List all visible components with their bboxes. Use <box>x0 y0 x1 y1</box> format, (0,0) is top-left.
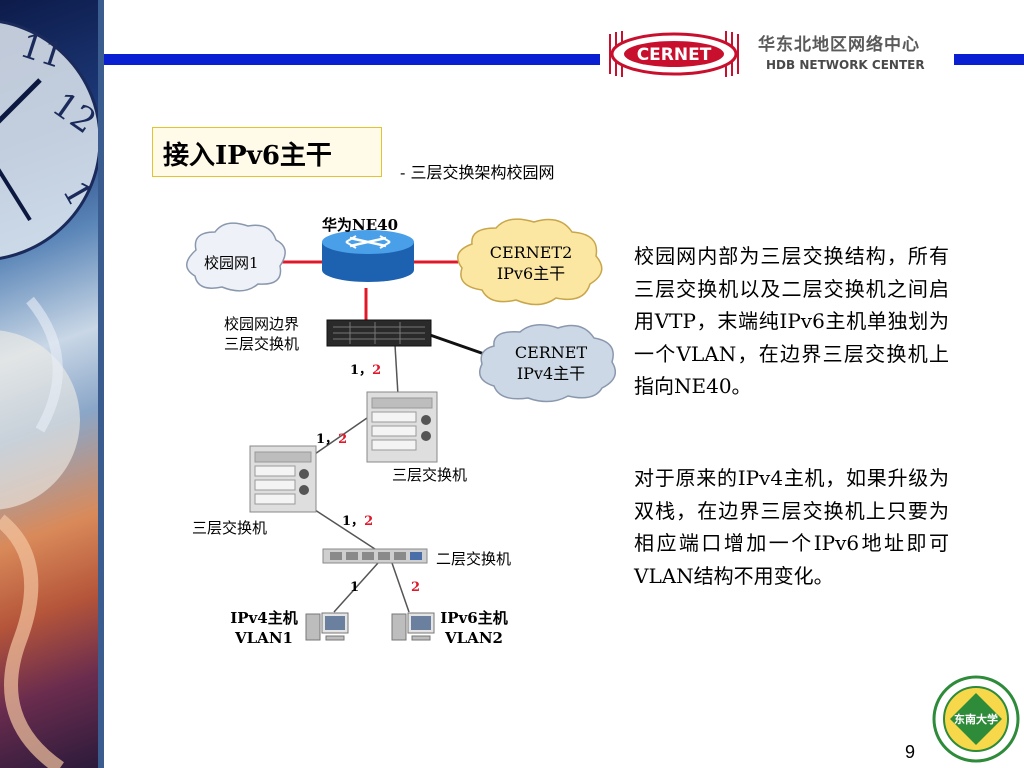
link-num-2: 2 <box>372 363 382 378</box>
l3-switch-a-label: 三层交换机 <box>392 466 468 484</box>
l3-switch-a-icon <box>366 391 438 463</box>
cernet-logo: CERNET <box>600 28 748 80</box>
link-num-1: 1 <box>316 432 326 447</box>
link-sep: ， <box>359 363 373 378</box>
l3-switch-b-icon <box>249 445 317 513</box>
cloud-cernet2 <box>457 218 603 306</box>
link-num-2: 2 <box>364 514 374 529</box>
center-name-en: HDB NETWORK CENTER <box>766 58 925 72</box>
ipv6-host-line-2: VLAN2 <box>445 629 503 647</box>
link-label-l3a-l3b: 1，2 <box>316 428 347 447</box>
cernet-logo-text: CERNET <box>637 45 712 65</box>
link-sep: ， <box>351 514 365 529</box>
description-paragraph-1: 校园网内部为三层交换结构，所有三层交换机以及二层交换机之间启用VTP，末端纯IP… <box>634 244 949 398</box>
link-l3b-l2 <box>311 507 379 552</box>
router-icon <box>322 230 414 282</box>
title-box <box>152 127 382 177</box>
l3-switch-b-label: 三层交换机 <box>192 519 268 537</box>
border-switch-line-1: 校园网边界 <box>224 315 300 333</box>
description-paragraph-2: 对于原来的IPv4主机，如果升级为双栈，在边界三层交换机上只要为相应端口增加一个… <box>634 466 949 588</box>
border-switch-line-2: 三层交换机 <box>224 335 300 353</box>
link-label-border-l3a: 1，2 <box>350 359 381 378</box>
ipv4-host-icon <box>305 612 349 641</box>
ipv6-host-icon <box>391 612 435 641</box>
link-l3a-l3b <box>311 417 368 457</box>
cernet-cloud-label: CERNET IPv4主干 <box>505 342 597 384</box>
cernet-cloud-line-1: CERNET <box>514 343 588 362</box>
cloud-campus <box>186 222 286 292</box>
slide-title: 接入IPv6主干 <box>163 141 332 171</box>
link-l2-ipv6 <box>391 562 410 613</box>
link-border-l3a <box>394 344 399 396</box>
page-number: 9 <box>905 742 916 762</box>
center-name-cn: 华东北地区网络中心 <box>758 35 920 55</box>
ipv6-host-line-1: IPv6主机 <box>440 609 508 627</box>
cloud-cernet <box>479 324 617 403</box>
cernet2-cloud-label: CERNET2 IPv6主干 <box>485 242 577 284</box>
network-diagram <box>186 218 617 641</box>
header-bar-right <box>954 54 1024 65</box>
seu-logo-inner-text: 东南大学 <box>954 712 998 726</box>
link-num-1: 1 <box>342 514 352 529</box>
l2-switch-label: 二层交换机 <box>436 550 512 568</box>
slide-subtitle: - 三层交换架构校园网 <box>400 163 555 182</box>
l2-switch-icon <box>322 548 428 564</box>
link-l2-ipv4 <box>333 562 379 613</box>
clock-image: 11 12 1 <box>0 20 103 768</box>
cernet2-cloud-line-2: IPv6主干 <box>496 264 566 283</box>
link-num-2: 2 <box>338 432 348 447</box>
seu-logo: 东南大学 <box>932 675 1020 763</box>
campus-cloud-label: 校园网1 <box>204 254 259 272</box>
strip-edge <box>98 0 104 768</box>
decorative-clock-strip: 11 12 1 <box>0 0 104 768</box>
border-switch-icon <box>326 319 432 347</box>
cernet-cloud-line-2: IPv4主干 <box>516 364 586 383</box>
link-label-ipv6: 2 <box>411 580 421 595</box>
link-label-ipv4: 1 <box>350 580 360 595</box>
ipv4-host-label: IPv4主机 VLAN1 <box>228 608 300 648</box>
link-label-l3b-l2: 1，2 <box>342 510 373 529</box>
link-sep: ， <box>325 432 339 447</box>
link-num-1: 1 <box>350 363 360 378</box>
link-border-cernet <box>429 333 491 358</box>
ipv4-host-line-2: VLAN1 <box>235 629 293 647</box>
ipv6-host-label: IPv6主机 VLAN2 <box>438 608 510 648</box>
router-label: 华为NE40 <box>322 216 399 234</box>
cernet2-cloud-line-1: CERNET2 <box>489 243 573 262</box>
border-switch-label: 校园网边界 三层交换机 <box>224 314 299 354</box>
header-bar-left <box>104 54 600 65</box>
ipv4-host-line-1: IPv4主机 <box>230 609 298 627</box>
